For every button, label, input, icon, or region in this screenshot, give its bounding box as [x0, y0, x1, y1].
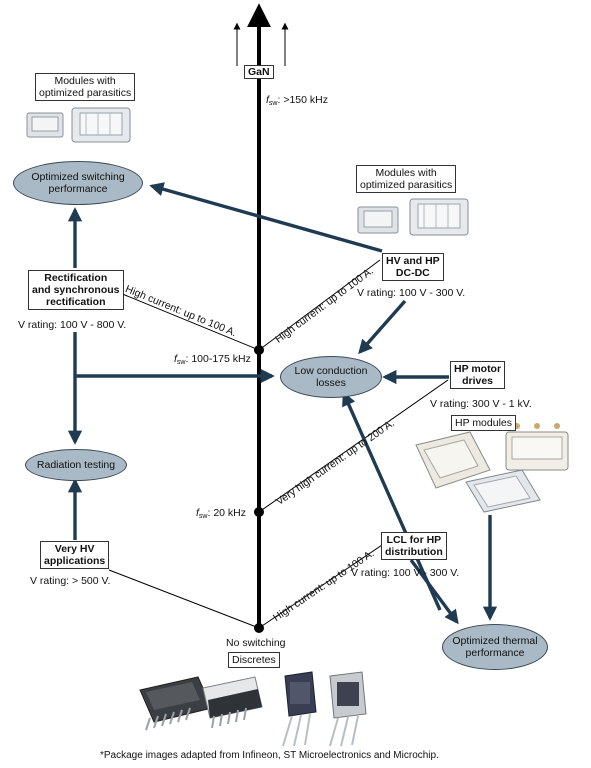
hp-modules-label: HP modules: [451, 415, 517, 431]
arrow-dcdc-to-switching: [149, 182, 383, 253]
line-very-hv: [108, 569, 260, 629]
discretes-label: Discretes: [228, 652, 280, 668]
fsw-mid-label: fsw: 100-175 kHz: [174, 353, 251, 366]
radiation-ellipse: Radiation testing: [25, 449, 127, 481]
axis-node-zero: [254, 623, 264, 633]
hv-hp-dcdc-v-rating: V rating: 100 V - 300 V.: [357, 287, 466, 299]
hp-motor-v-rating: V rating: 300 V - 1 kV.: [430, 398, 532, 410]
gan-label: GaN: [244, 65, 274, 79]
line-dcdc: [258, 259, 381, 351]
line-rectification: [119, 292, 260, 351]
line-motor: [258, 379, 449, 513]
rectification-v-rating: V rating: 100 V - 800 V.: [18, 319, 127, 331]
line-lcl: [258, 544, 383, 629]
arrow-lcl-to-conduction: [342, 391, 442, 611]
footnote: *Package images adapted from Infineon, S…: [100, 750, 439, 761]
fsw-high-label: fsw: >150 kHz: [266, 94, 328, 107]
axis-node-mid: [254, 345, 264, 355]
arrow-dcdc-to-conduction: [358, 299, 407, 355]
arrow-lcl-to-thermal: [409, 558, 459, 625]
no-switching-label: No switching: [226, 637, 286, 649]
discrete-package-images: [139, 671, 367, 747]
very-hv-v-rating: V rating: > 500 V.: [30, 575, 111, 587]
fsw-low-label: fsw: 20 kHz: [196, 507, 246, 520]
module-image-left: [26, 107, 131, 143]
hp-module-images: [415, 423, 569, 513]
lcl-v-rating: V rating: 100 V - 300 V.: [351, 567, 460, 579]
module-image-right: [357, 198, 469, 236]
axis-node-low: [254, 507, 264, 517]
